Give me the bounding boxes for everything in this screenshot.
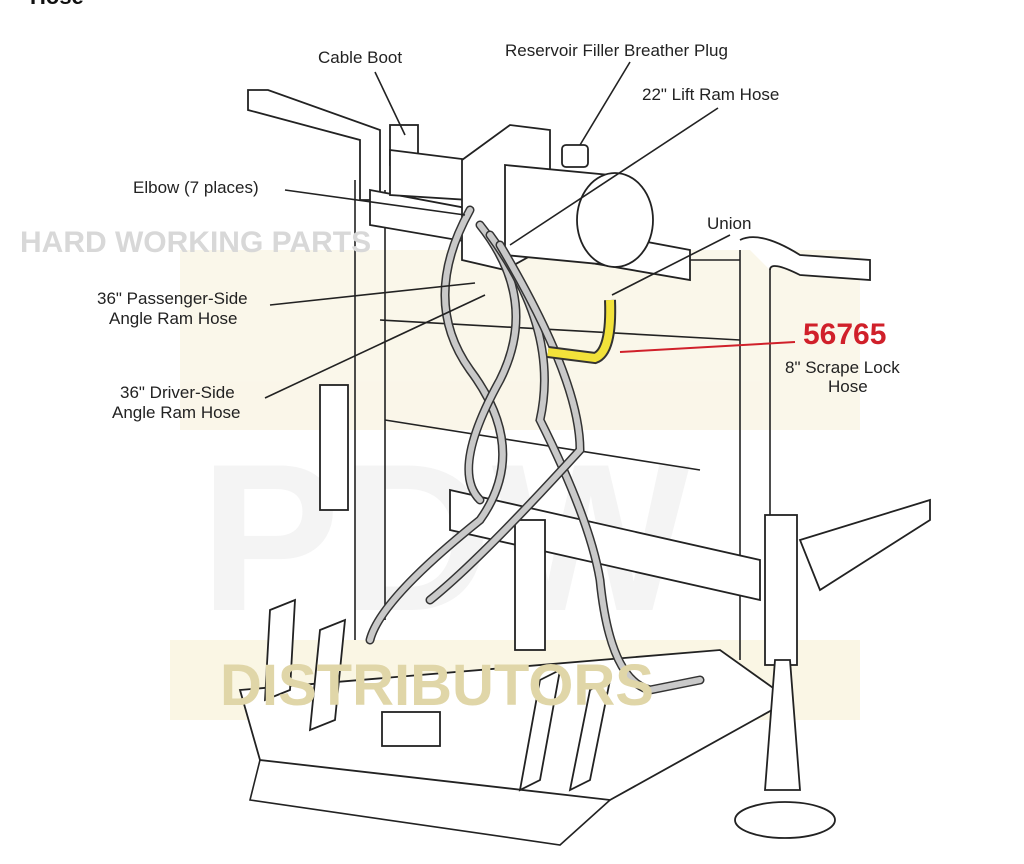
watermark-arc: HARD WORKING PARTS	[20, 226, 371, 259]
watermark-distributors: DISTRIBUTORS	[220, 653, 654, 718]
part-number[interactable]: 56765	[803, 318, 886, 351]
leader-lines	[264, 61, 796, 399]
hoses	[365, 205, 705, 695]
label-union: Union	[707, 214, 751, 233]
label-elbow: Elbow (7 places)	[133, 178, 259, 197]
label-scrape-hose-2: Hose	[828, 377, 868, 396]
label-driver-hose: 36" Driver-Side	[120, 383, 235, 402]
label-passenger-hose: 36" Passenger-Side	[97, 289, 248, 308]
breather-plug	[561, 144, 589, 168]
label-cable-boot: Cable Boot	[318, 48, 402, 67]
hydraulic-pump	[389, 124, 654, 271]
header-title: Hose	[30, 0, 84, 9]
label-scrape-hose: 8" Scrape Lock	[785, 358, 900, 377]
label-driver-hose-2: Angle Ram Hose	[112, 403, 241, 422]
label-breather-plug: Reservoir Filler Breather Plug	[505, 41, 728, 60]
label-lift-ram-hose: 22" Lift Ram Hose	[642, 85, 779, 104]
label-passenger-hose-2: Angle Ram Hose	[109, 309, 238, 328]
